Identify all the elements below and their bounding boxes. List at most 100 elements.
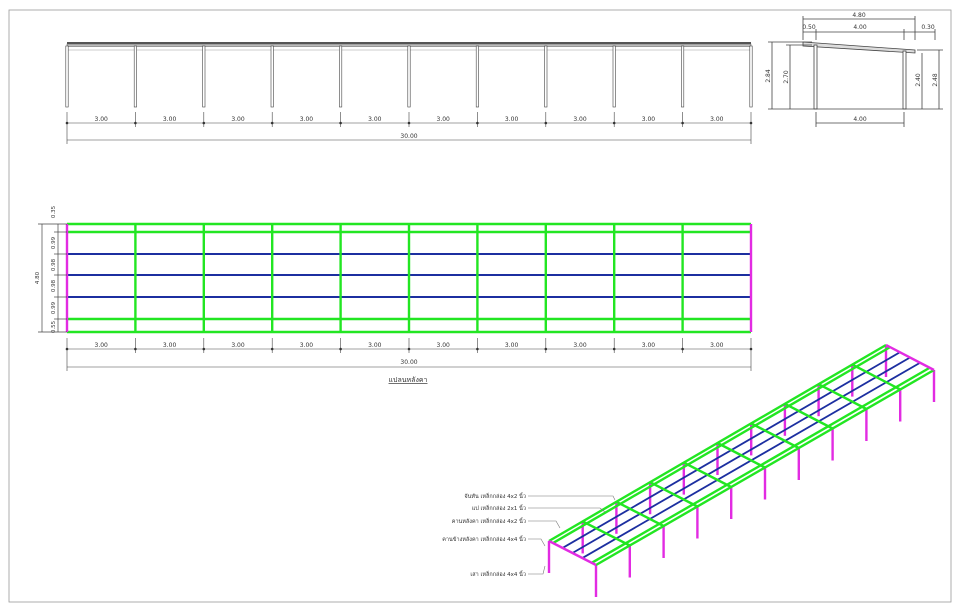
elevation-dim-dot <box>407 121 411 125</box>
section-top-width: 4.80 <box>852 12 866 19</box>
elevation-dim-dot <box>749 121 753 125</box>
elevation-dim-dot <box>134 121 137 125</box>
section-roof <box>802 41 916 54</box>
plan-side-dimensions <box>38 223 67 333</box>
plan-span-label: 3.00 <box>437 342 451 349</box>
plan-side-seg-1: 0.35 <box>51 205 57 218</box>
plan-span-label: 3.00 <box>163 342 177 349</box>
plan-side-seg-4: 0.98 <box>51 279 57 292</box>
plan-span-label: 3.00 <box>368 342 382 349</box>
iso-rafter <box>851 363 901 391</box>
elevation-span-label: 3.00 <box>300 116 314 123</box>
plan-dim-dot <box>681 347 684 351</box>
elevation-post <box>475 45 479 108</box>
section-right-overhang: 0.30 <box>921 24 935 31</box>
section-labels: 4.80 0.50 4.00 0.30 2.84 2.70 2.40 2.48 … <box>765 12 939 123</box>
elevation-span-label: 3.00 <box>710 116 724 123</box>
elevation-total-label: 30.00 <box>400 133 417 140</box>
legend-post: เสา เหล็กกล่อง 4x4 นิ้ว <box>470 570 526 578</box>
plan-side-seg-6: 0.55 <box>51 320 57 333</box>
elevation-span-label: 3.00 <box>505 116 519 123</box>
section-left-height-outer: 2.84 <box>765 69 772 83</box>
iso-end-rafter <box>885 343 935 372</box>
elevation-span-label: 3.00 <box>368 116 382 123</box>
iso-rafter <box>750 422 800 450</box>
iso-rafter <box>649 481 698 508</box>
section-left-post <box>813 44 818 110</box>
plan-span-label: 3.00 <box>95 342 109 349</box>
isometric-view: จันทัน เหล็กกล่อง 4x2 นิ้ว แป เหล็กกล่อง… <box>442 343 936 597</box>
elevation-span-label: 3.00 <box>231 116 245 123</box>
elevation-span-label: 3.00 <box>642 116 656 123</box>
elevation-post <box>749 45 753 108</box>
plan-side-seg-3: 0.98 <box>51 258 57 271</box>
plan-dim-dot <box>612 347 616 351</box>
legend-roof-beam: คานหลังคา เหล็กกล่อง 4x2 นิ้ว <box>452 517 526 525</box>
elevation-post <box>612 45 616 108</box>
elevation-post <box>681 45 685 108</box>
plan-dim-dot <box>65 347 69 351</box>
iso-leader-lines <box>528 495 616 575</box>
sheet-frame <box>8 9 952 603</box>
elevation-dim-dot <box>612 121 616 125</box>
elevation-dim-dot <box>202 121 206 125</box>
plan-dim-dot <box>134 347 137 351</box>
iso-structure <box>547 343 936 597</box>
plan-dim-dot <box>202 347 206 351</box>
section-mid-width: 4.00 <box>853 24 867 31</box>
elevation-dim-dot <box>681 121 684 125</box>
plan-span-label: 3.00 <box>573 342 587 349</box>
plan-side-seg-2: 0.99 <box>51 236 57 249</box>
elevation-dim-dot <box>476 121 479 125</box>
iso-rafter <box>683 461 732 489</box>
plan-span-label: 3.00 <box>642 342 656 349</box>
plan-dim-dot <box>749 347 753 351</box>
iso-rafter <box>582 520 631 547</box>
elevation-post <box>407 45 411 108</box>
plan-dim-dot <box>544 347 548 351</box>
legend-rafter: จันทัน เหล็กกล่อง 4x2 นิ้ว <box>464 492 526 500</box>
elevation-post <box>133 45 137 108</box>
iso-end-rafter <box>548 539 597 567</box>
legend-purlin: แป เหล็กกล่อง 2x1 นิ้ว <box>472 504 526 512</box>
plan-total-label: 30.00 <box>400 359 417 366</box>
plan-side-seg-5: 0.99 <box>51 301 57 314</box>
legend-side-beam: คานข้างหลังคา เหล็กกล่อง 4x4 นิ้ว <box>442 535 526 543</box>
iso-rafter <box>615 500 665 528</box>
plan-span-label: 3.00 <box>300 342 314 349</box>
plan-side-labels: 4.80 0.35 0.99 0.98 0.98 0.99 0.55 <box>35 205 57 333</box>
elevation-span-label: 3.00 <box>95 116 109 123</box>
section-right-height-outer: 2.48 <box>932 73 939 87</box>
section-right-height-inner: 2.40 <box>915 73 922 87</box>
elevation-post <box>544 45 548 108</box>
plan-members <box>65 222 753 334</box>
plan-dim-dot <box>476 347 479 351</box>
elevation-post <box>65 45 69 108</box>
plan-dim-dot <box>270 347 274 351</box>
plan-span-label: 3.00 <box>710 342 724 349</box>
iso-rafter <box>716 441 766 469</box>
elevation-dim-dot <box>65 121 69 125</box>
iso-legend: จันทัน เหล็กกล่อง 4x2 นิ้ว แป เหล็กกล่อง… <box>442 492 526 578</box>
section-right-post <box>902 50 907 110</box>
elevation-dim-dot <box>339 121 342 125</box>
elevation-span-label: 3.00 <box>573 116 587 123</box>
plan-dim-dot <box>407 347 411 351</box>
elevation-roof-edge <box>67 42 751 44</box>
plan-side-total: 4.80 <box>35 271 41 284</box>
elevation-post <box>339 45 343 108</box>
side-section <box>768 16 943 127</box>
section-bottom-width: 4.00 <box>853 116 867 123</box>
elevation-dim-dot <box>544 121 548 125</box>
section-left-overhang: 0.50 <box>802 24 816 31</box>
plan-span-label: 3.00 <box>505 342 519 349</box>
elevation-roof-and-posts <box>65 42 753 108</box>
elevation-span-label: 3.00 <box>437 116 451 123</box>
section-left-height-inner: 2.70 <box>783 70 790 84</box>
